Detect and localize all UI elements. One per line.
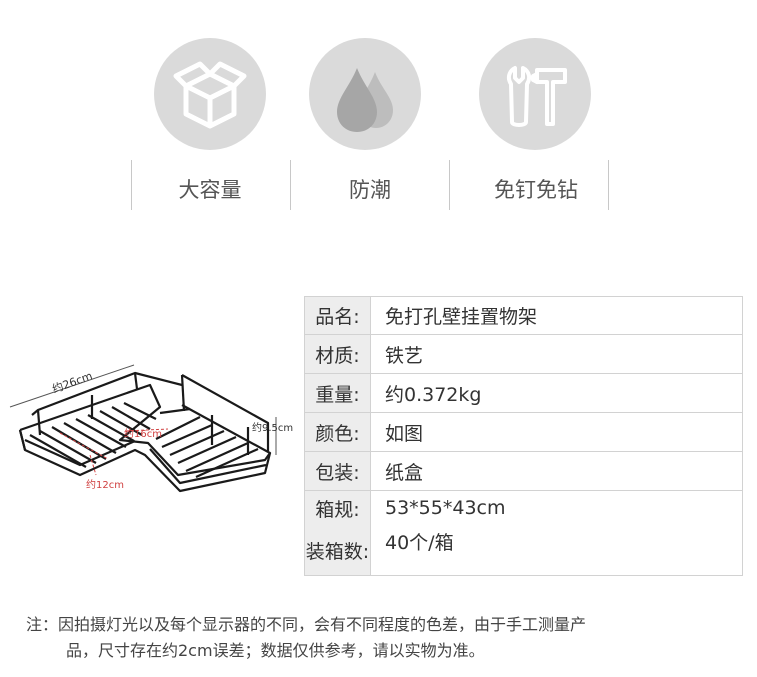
spec-row: 包装: 纸盒 bbox=[304, 451, 743, 491]
spec-key: 装箱数: bbox=[304, 525, 371, 576]
feature-circle-no-drill bbox=[479, 38, 591, 150]
spec-value: 40个/箱 bbox=[370, 525, 743, 576]
spec-value: 免打孔壁挂置物架 bbox=[370, 296, 743, 335]
feature-label-moisture: 防潮 bbox=[349, 178, 391, 202]
feature-circle-capacity bbox=[154, 38, 266, 150]
box-icon bbox=[173, 61, 247, 129]
tools-icon bbox=[506, 66, 567, 127]
feature-label-capacity: 大容量 bbox=[178, 178, 242, 202]
spec-value: 纸盒 bbox=[370, 451, 743, 491]
divider bbox=[608, 160, 609, 210]
note-line-2: 品，尺寸存在约2cm误差；数据仅供参考，请以实物为准。 bbox=[66, 641, 485, 660]
spec-key: 颜色: bbox=[304, 412, 371, 452]
feature-label-no-drill: 免钉免钻 bbox=[494, 178, 578, 202]
spec-value: 铁艺 bbox=[370, 334, 743, 374]
spec-row: 颜色: 如图 bbox=[304, 412, 743, 452]
spec-row: 材质: 铁艺 bbox=[304, 334, 743, 374]
spec-key: 箱规: bbox=[304, 490, 371, 526]
spec-row: 重量: 约0.372kg bbox=[304, 373, 743, 413]
spec-key: 重量: bbox=[304, 373, 371, 413]
divider bbox=[449, 160, 450, 210]
spec-row: 箱规: 53*55*43cm bbox=[304, 490, 743, 526]
water-drops-icon bbox=[337, 68, 393, 132]
spec-value: 约0.372kg bbox=[370, 373, 743, 413]
spec-key: 材质: bbox=[304, 334, 371, 374]
spec-row: 品名: 免打孔壁挂置物架 bbox=[304, 296, 743, 335]
spec-row: 装箱数: 40个/箱 bbox=[304, 525, 743, 576]
feature-circle-moisture bbox=[309, 38, 421, 150]
spec-table: 品名: 免打孔壁挂置物架 材质: 铁艺 重量: 约0.372kg 颜色: 如图 … bbox=[304, 296, 743, 576]
spec-value: 53*55*43cm bbox=[370, 490, 743, 526]
product-image-corner-rack: 约26cm 约9.5cm 约12cm 约16cm bbox=[9, 364, 293, 493]
dimension-label-height: 约9.5cm bbox=[252, 421, 293, 434]
dimension-label-depth: 约12cm bbox=[86, 478, 124, 491]
divider bbox=[290, 160, 291, 210]
disclaimer-note: 注：因拍摄灯光以及每个显示器的不同，会有不同程度的色差，由于手工测量产 品，尺寸… bbox=[26, 612, 586, 664]
spec-key: 包装: bbox=[304, 451, 371, 491]
spec-value: 如图 bbox=[370, 412, 743, 452]
spec-key: 品名: bbox=[304, 296, 371, 335]
dimension-label-inner: 约16cm bbox=[124, 427, 162, 440]
note-line-1: 注：因拍摄灯光以及每个显示器的不同，会有不同程度的色差，由于手工测量产 bbox=[26, 615, 587, 634]
divider bbox=[131, 160, 132, 210]
